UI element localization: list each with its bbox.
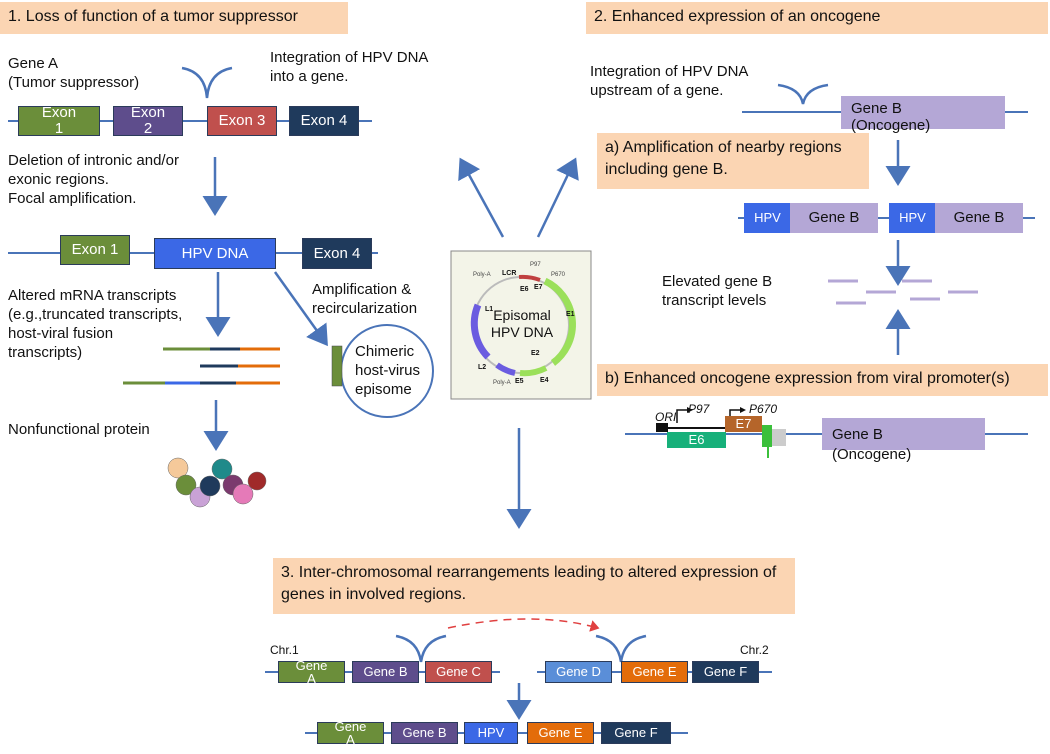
episome-e6: E6 [520, 286, 529, 293]
chr1-gene-a-box: Gene A [278, 659, 345, 685]
gene-b-oncogene-box: Gene B (Oncogene) [841, 96, 1005, 134]
exon-1-box: Exon 1 [18, 105, 100, 137]
episome-lcr: LCR [502, 270, 517, 277]
exon-4-box: Exon 4 [289, 106, 359, 136]
ori-label: ORI [655, 410, 677, 424]
episome-p670: P670 [551, 272, 566, 278]
section-1-header: 1. Loss of function of a tumor suppresso… [0, 2, 348, 34]
episome-e7: E7 [534, 284, 543, 291]
integration-upstream-label: Integration of HPV DNA upstream of a gen… [590, 63, 749, 99]
p97-label: P97 [688, 402, 710, 416]
chr2-break-marker [595, 634, 647, 663]
arrow-to-section-2 [536, 157, 579, 238]
rearranged-hpv-box: HPV [464, 722, 518, 744]
e6-box: E6 [667, 432, 726, 448]
episome-p97: P97 [530, 262, 541, 268]
altered-mrna-label: Altered mRNA transcripts (e.g.,truncated… [8, 287, 183, 361]
hpv-box-1: HPV [744, 203, 791, 233]
nonfunctional-protein-blob [167, 457, 267, 508]
arrow-to-episome [273, 271, 328, 347]
hpv-dna-box: HPV DNA [154, 238, 276, 269]
gene-b-oncogene-promoter-box: Gene B (Oncogene) [822, 418, 985, 463]
section-2-header: 2. Enhanced expression of an oncogene [586, 2, 1048, 34]
gene-a-label: Gene A (Tumor suppressor) [8, 55, 140, 91]
section-3-header: 3. Inter-chromosomal rearrangements lead… [273, 558, 795, 614]
episome-e5: E5 [515, 378, 524, 385]
chr1-label: Chr.1 [270, 643, 299, 657]
section-2b-header: b) Enhanced oncogene expression from vir… [597, 364, 1048, 396]
chr2-gene-d-box: Gene D [545, 661, 612, 683]
chr1-gene-c-box: Gene C [425, 661, 492, 683]
hpv-box-2: HPV [889, 203, 936, 233]
rearranged-gene-f-box: Gene F [601, 722, 671, 744]
section-1-title: 1. Loss of function of a tumor suppresso… [8, 8, 298, 25]
rearranged-gene-a-box: Gene A [317, 720, 384, 746]
rearranged-gene-b-box: Gene B [391, 722, 458, 744]
section-2a-title: a) Amplification of nearby regions inclu… [605, 139, 842, 178]
integration-site-marker [181, 66, 233, 99]
nonfunctional-label: Nonfunctional protein [8, 421, 150, 438]
integration-gene-label: Integration of HPV DNA into a gene. [270, 49, 429, 85]
chr2-gene-e-box: Gene E [621, 661, 688, 683]
episome-polya-top: Poly-A [473, 272, 491, 278]
section-2b-title: b) Enhanced oncogene expression from vir… [605, 370, 1010, 387]
upstream-integration-marker [777, 83, 829, 105]
episomal-hpv-label: Episomal HPV DNA [490, 307, 554, 340]
exon-2-box: Exon 2 [113, 105, 183, 137]
section-2-title: 2. Enhanced expression of an oncogene [594, 8, 881, 25]
chr1-break-marker [395, 634, 447, 663]
gene-b-box-1: Gene B [790, 203, 878, 233]
amplification-label: Amplification & recircularization [312, 281, 418, 317]
exon-3-box: Exon 3 [207, 106, 277, 136]
section-2a-header: a) Amplification of nearby regions inclu… [597, 133, 869, 189]
episome-e2: E2 [531, 350, 540, 357]
episome-e4: E4 [540, 377, 549, 384]
episome-polya-bottom: Poly-A [493, 380, 511, 386]
translocation-arrow [447, 618, 600, 632]
chr2-label: Chr.2 [740, 643, 769, 657]
episome-l2: L2 [478, 364, 487, 371]
chr2-gene-f-box: Gene F [692, 661, 759, 683]
exon-4-integrated-box: Exon 4 [302, 238, 372, 269]
p670-label: P670 [749, 402, 778, 416]
section-3-title: 3. Inter-chromosomal rearrangements lead… [281, 564, 777, 603]
exon-1-integrated-box: Exon 1 [60, 235, 130, 265]
deletion-label: Deletion of intronic and/or exonic regio… [8, 152, 179, 207]
chimeric-label: Chimeric host-virus episome [355, 343, 421, 398]
episome-e1: E1 [566, 311, 575, 318]
gene-b-box-2: Gene B [935, 203, 1023, 233]
rearranged-gene-e-box: Gene E [527, 722, 594, 744]
chr1-gene-b-box: Gene B [352, 661, 419, 683]
e7-box: E7 [725, 416, 762, 432]
episome-l1: L1 [485, 306, 494, 313]
elevated-label: Elevated gene B transcript levels [662, 273, 773, 309]
arrow-to-section-1 [458, 157, 505, 238]
